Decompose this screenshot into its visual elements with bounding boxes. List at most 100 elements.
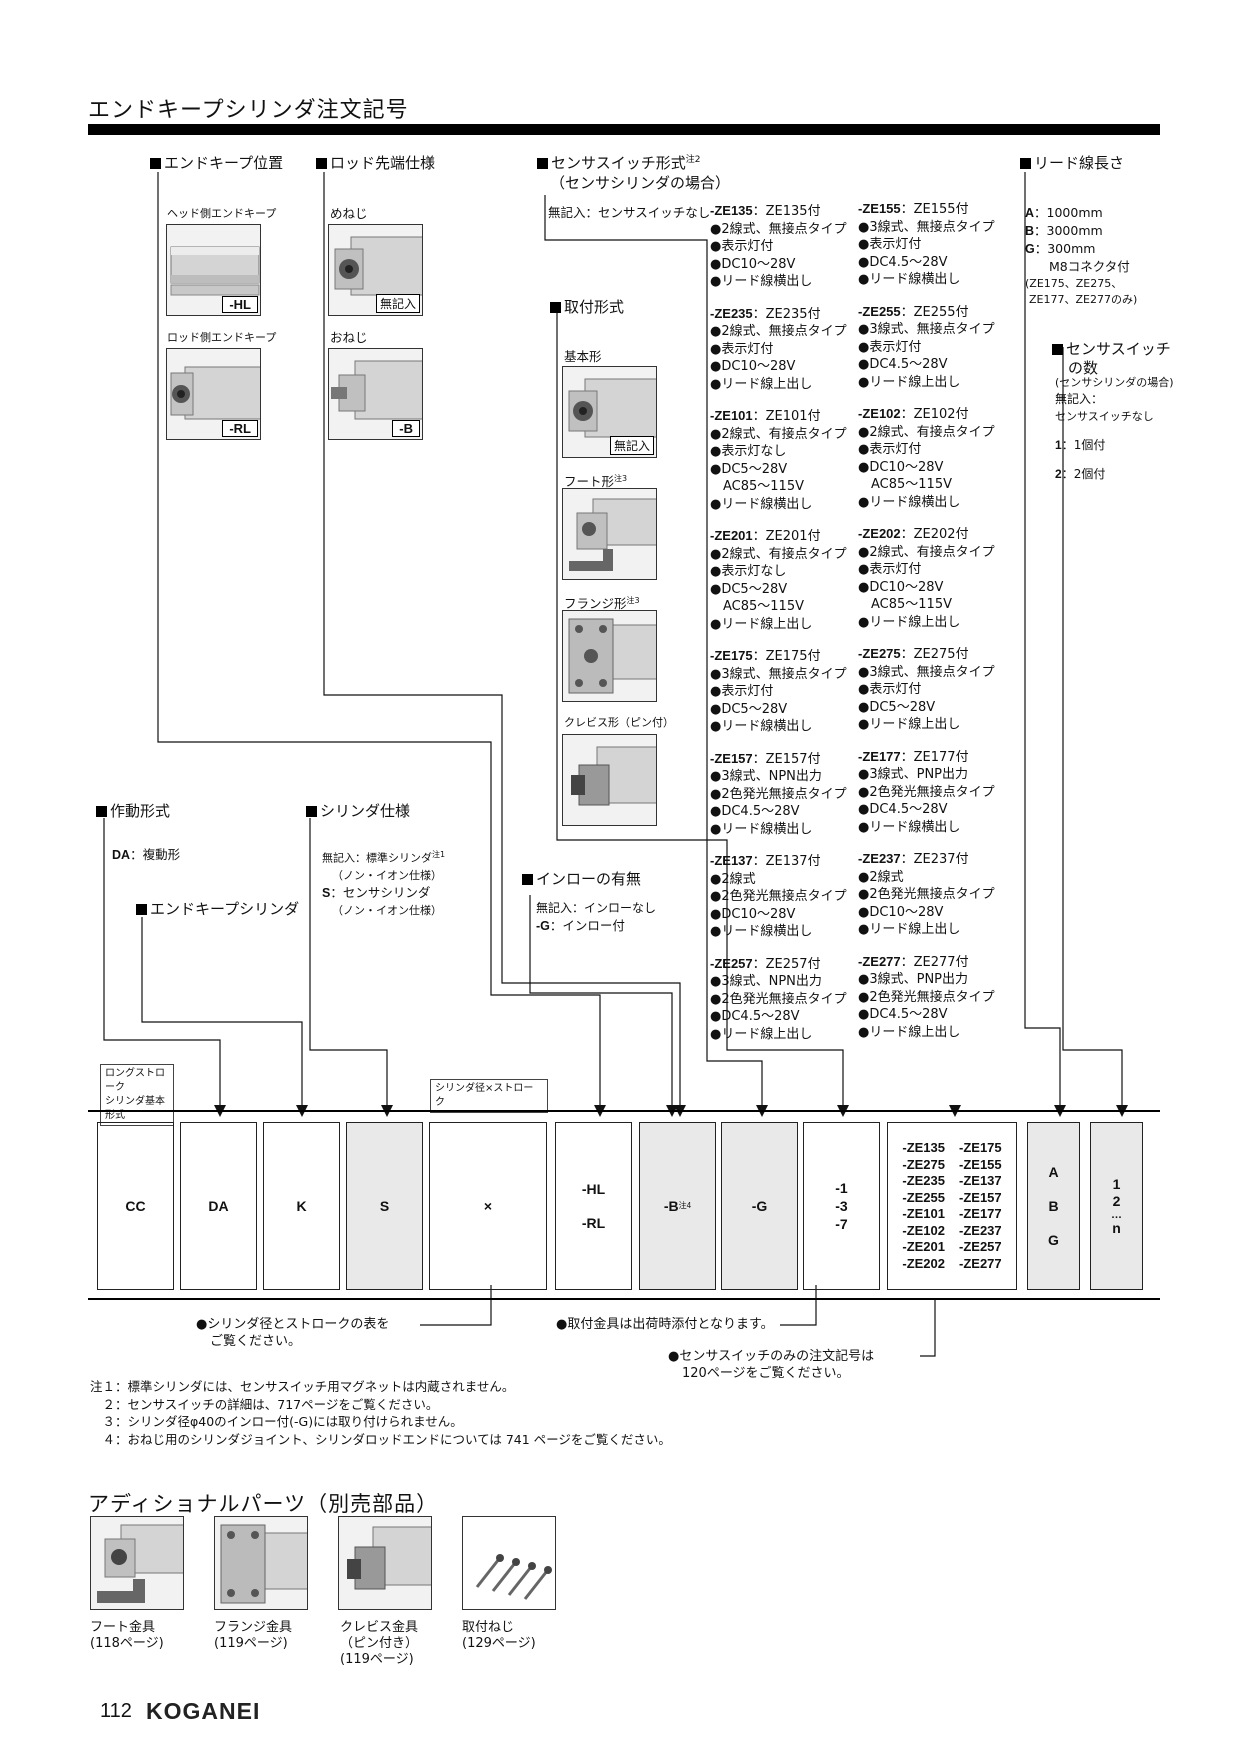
mount-foot-image — [562, 488, 657, 580]
sensor-code-list-left: -ZE135-ZE275-ZE235-ZE255-ZE101-ZE102-ZE2… — [902, 1140, 945, 1272]
head-endkeep-label: ヘッド側エンドキープ — [167, 207, 277, 220]
mount-flange-image — [562, 610, 657, 702]
long-stroke-label: ロングストロークシリンダ基本形式 — [100, 1064, 174, 1126]
code-box-bore-stroke: × — [429, 1122, 547, 1290]
title-rule — [88, 124, 1160, 135]
code-box-da: DA — [180, 1122, 257, 1290]
sensor-code: -ZE201 — [902, 1239, 945, 1254]
action-type-value: DA：複動形 — [112, 847, 181, 862]
header-inlow: インローの有無 — [522, 868, 641, 889]
sensor-option: -ZE177：ZE177付●3線式、PNP出力●2色発光無接点タイプ●DC4.5… — [858, 748, 995, 835]
part-flange-caption: フランジ金具(119ページ) — [214, 1620, 293, 1651]
bore-stroke-label: シリンダ径×ストローク — [430, 1079, 548, 1113]
sensor-list-left: -ZE135：ZE135付●2線式、無接点タイプ●表示灯付●DC10～28V●リ… — [710, 202, 847, 1057]
header-end-keep-position: エンドキープ位置 — [150, 152, 283, 173]
sensor-option: -ZE201：ZE201付●2線式、有接点タイプ●表示灯なし●DC5～28V A… — [710, 528, 847, 632]
sensor-option: -ZE157：ZE157付●3線式、NPN出力●2色発光無接点タイプ●DC4.5… — [710, 750, 847, 837]
header-cylinder-spec: シリンダ仕様 — [306, 800, 410, 821]
male-thread-label: おねじ — [330, 330, 368, 345]
sensor-option: -ZE101：ZE101付●2線式、有接点タイプ●表示灯なし●DC5～28V A… — [710, 408, 847, 512]
rod-endkeep-label: ロッド側エンドキープ — [167, 331, 277, 344]
rod-endkeep-image: -RL — [166, 348, 261, 440]
code-box-endkeep: -HL-RL — [555, 1122, 632, 1290]
header-sensor-type-sub: （センサシリンダの場合） — [550, 174, 731, 192]
code-box-inlow: -G — [721, 1122, 798, 1290]
sensor-code: -ZE101 — [902, 1206, 945, 1221]
notes: 注１：標準シリンダには、センサスイッチ用マグネットは内蔵されません。 ２：センサ… — [90, 1378, 671, 1448]
header-endkeep-cylinder: エンドキープシリンダ — [136, 898, 299, 919]
sensor-option: -ZE155：ZE155付●3線式、無接点タイプ●表示灯付●DC4.5～28V●… — [858, 201, 995, 287]
connector-lines — [103, 172, 1128, 1357]
sensor-option: -ZE255：ZE255付●3線式、無接点タイプ●表示灯付●DC4.5～28V●… — [858, 303, 995, 390]
sensor-option: -ZE202：ZE202付●2線式、有接点タイプ●表示灯付●DC10～28V A… — [858, 526, 995, 630]
part-clevis-image — [338, 1516, 432, 1610]
female-thread-label: めねじ — [330, 206, 368, 221]
sensor-option: -ZE175：ZE175付●3線式、無接点タイプ●表示灯付●DC5～28V●リー… — [710, 648, 847, 734]
page-number: 112 — [100, 1700, 132, 1722]
sensor-option: -ZE137：ZE137付●2線式●2色発光無接点タイプ●DC10～28V●リー… — [710, 853, 847, 939]
header-action-type: 作動形式 — [96, 800, 170, 821]
sensor-code: -ZE202 — [902, 1255, 945, 1271]
sensor-code: -ZE177 — [959, 1206, 1002, 1221]
sensor-count-options: (センサシリンダの場合) 無記入： センサスイッチなし 1：1個付 2：2個付 — [1055, 376, 1174, 481]
note-line: 注１：標準シリンダには、センサスイッチ用マグネットは内蔵されません。 — [90, 1379, 515, 1394]
code-box-k: K — [263, 1122, 340, 1290]
mount-flange-label: フランジ形注3 — [564, 596, 640, 612]
female-thread-tag: 無記入 — [375, 294, 420, 313]
caption-bore-stroke: ●シリンダ径とストロークの表をご覧ください。 — [196, 1317, 390, 1349]
sensor-option: -ZE235：ZE235付●2線式、無接点タイプ●表示灯付●DC10～28V●リ… — [710, 305, 847, 392]
sensor-code: -ZE237 — [959, 1222, 1002, 1238]
inlow-options: 無記入：インローなし -G：インロー付 — [536, 901, 657, 933]
sensor-none-text: 無記入：センサスイッチなし — [548, 205, 711, 220]
male-thread-tag: -B — [392, 420, 420, 437]
part-foot-image — [90, 1516, 184, 1610]
page-title: エンドキープシリンダ注文記号 — [88, 98, 409, 123]
brand-logo: KOGANEI — [146, 1698, 261, 1724]
sensor-option: -ZE135：ZE135付●2線式、無接点タイプ●表示灯付●DC10～28V●リ… — [710, 203, 847, 289]
part-clevis-caption: クレビス金具（ピン付き）(119ページ) — [340, 1620, 419, 1667]
code-row-top-rule — [88, 1110, 1160, 1112]
mount-basic-label: 基本形 — [564, 349, 602, 364]
caption-mount: ●取付金具は出荷時添付となります。 — [556, 1317, 774, 1332]
sensor-code: -ZE235 — [902, 1173, 945, 1188]
mount-basic-image: 無記入 — [562, 366, 657, 458]
additional-parts-title: アディショナルパーツ（別売部品） — [88, 1492, 439, 1516]
header-mount: 取付形式 — [550, 296, 624, 317]
rod-endkeep-code: -RL — [222, 420, 258, 437]
code-box-s: S — [346, 1122, 423, 1290]
sensor-code: -ZE155 — [959, 1156, 1002, 1172]
mount-basic-tag: 無記入 — [609, 436, 654, 455]
head-endkeep-code: -HL — [222, 296, 258, 313]
note-line: ３：シリンダ径φ40のインロー付(-G)には取り付けられません。 — [90, 1414, 463, 1429]
code-row-bottom-rule — [88, 1298, 1160, 1300]
sensor-list-right: -ZE155：ZE155付●3線式、無接点タイプ●表示灯付●DC4.5～28V●… — [858, 200, 995, 1055]
sensor-code: -ZE137 — [959, 1173, 1002, 1188]
female-thread-image: 無記入 — [328, 224, 423, 316]
sensor-code: -ZE175 — [959, 1140, 1002, 1155]
sensor-code: -ZE255 — [902, 1189, 945, 1205]
sensor-code-list-right: -ZE175-ZE155-ZE137-ZE157-ZE177-ZE237-ZE2… — [959, 1140, 1002, 1272]
header-sensor-count-2: の数 — [1068, 359, 1099, 377]
mount-clevis-image — [562, 734, 657, 826]
cylinder-spec-options: 無記入：標準シリンダ注1 （ノン・イオン仕様） S：センサシリンダ （ノン・イオ… — [322, 850, 446, 917]
part-foot-caption: フート金具(118ページ) — [90, 1620, 164, 1651]
head-endkeep-image: -HL — [166, 224, 261, 316]
header-sensor-type: センサスイッチ形式注2 — [537, 152, 700, 173]
mount-foot-label: フート形注3 — [564, 474, 628, 490]
header-rod-end: ロッド先端仕様 — [316, 152, 435, 173]
header-sensor-count: センサスイッチ — [1052, 338, 1171, 359]
sensor-code: -ZE275 — [902, 1156, 945, 1172]
sensor-code: -ZE277 — [959, 1255, 1002, 1271]
note-line: ４：おねじ用のシリンダジョイント、シリンダロッドエンドについては 741 ページ… — [90, 1431, 671, 1447]
sensor-option: -ZE277：ZE277付●3線式、PNP出力●2色発光無接点タイプ●DC4.5… — [858, 953, 995, 1040]
lead-length-options: A：1000mm B：3000mm G：300mm M8コネクタ付 (ZE175… — [1025, 205, 1138, 306]
code-box-cc: CC — [97, 1122, 174, 1290]
sensor-option: -ZE275：ZE275付●3線式、無接点タイプ●表示灯付●DC5～28V●リー… — [858, 646, 995, 732]
part-screw-caption: 取付ねじ(129ページ) — [462, 1620, 536, 1651]
sensor-option: -ZE237：ZE237付●2線式●2色発光無接点タイプ●DC10～28V●リー… — [858, 851, 995, 937]
part-screw-image — [462, 1516, 556, 1610]
